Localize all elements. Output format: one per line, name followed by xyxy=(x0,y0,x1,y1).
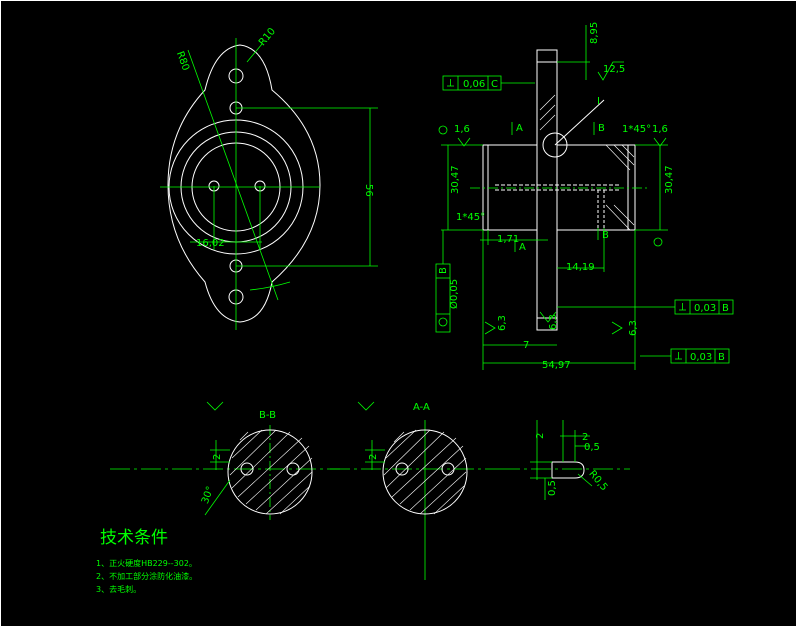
dim-aa-2: 2 xyxy=(368,454,379,460)
roughness-12-5: 12,5 xyxy=(603,64,625,75)
roughness-6-3-b: 6,3 xyxy=(548,314,559,330)
label-i: I xyxy=(597,96,600,107)
front-view: R80 R10 56 16,02 xyxy=(160,26,378,330)
dim-14-19: 14,19 xyxy=(566,262,595,273)
roughness-1-6-right: 1,6 xyxy=(652,124,668,135)
dim-30-47-right: 30,47 xyxy=(664,165,675,194)
dim-detail-05a: 0,5 xyxy=(584,442,600,453)
section-aa-title: A-A xyxy=(413,402,430,413)
dim-8-95: 8,95 xyxy=(589,22,600,44)
dim-1-71: 1,71 xyxy=(497,234,519,245)
tol-0-03-a: 0,03 xyxy=(694,303,716,314)
side-section-view: I A B A B 8,95 12,5 0,06 C 30,47 1,6 xyxy=(435,22,734,371)
section-b-top: B xyxy=(598,123,605,134)
tol-concentricity: Ø0,05 xyxy=(448,279,460,309)
dim-detail-2b: 2 xyxy=(582,432,588,443)
dim-7: 7 xyxy=(523,340,529,351)
tol-0-03-b: 0,03 xyxy=(690,352,712,363)
chamfer-left: 1*45° xyxy=(456,212,485,223)
section-a-top: A xyxy=(516,123,523,134)
section-bb-title: B-B xyxy=(259,410,276,421)
notes-item-3: 3、去毛刺。 xyxy=(96,584,141,594)
dim-detail-05b: 0,5 xyxy=(547,480,558,496)
section-a-bottom: A xyxy=(519,242,526,253)
dim-16-02: 16,02 xyxy=(196,238,225,249)
notes-item-1: 1、正火硬度HB229--302。 xyxy=(96,558,197,568)
notes-title: 技术条件 xyxy=(100,528,168,548)
dim-detail-r05: R0,5 xyxy=(586,469,609,494)
r80-label: R80 xyxy=(174,50,191,72)
roughness-6-3-a: 6,3 xyxy=(497,315,508,331)
dim-detail-2a: 2 xyxy=(535,433,546,439)
roughness-6-3-c: 6,3 xyxy=(628,320,639,336)
section-b-b: B-B 2 30° xyxy=(110,401,340,520)
technical-notes: 技术条件 1、正火硬度HB229--302。 2、不加工部分涂防化油漆。 3、去… xyxy=(96,528,197,594)
roughness-1-6-left: 1,6 xyxy=(454,124,470,135)
datum-b-1: B xyxy=(722,303,729,314)
datum-b-3: B xyxy=(438,267,449,274)
detail-view: 2 2 0,5 0,5 R0,5 xyxy=(500,420,630,500)
datum-c: C xyxy=(491,79,498,90)
r10-label: R10 xyxy=(257,26,278,48)
dim-30-47-left: 30,47 xyxy=(450,165,461,194)
section-a-a: A-A 2 xyxy=(330,401,500,580)
notes-item-2: 2、不加工部分涂防化油漆。 xyxy=(96,571,197,581)
section-b-bottom: B xyxy=(602,230,609,241)
dim-bb-2: 2 xyxy=(212,454,223,460)
chamfer-right: 1*45° xyxy=(622,124,651,135)
tol-0-06: 0,06 xyxy=(463,79,485,90)
dim-54-97: 54,97 xyxy=(542,360,571,371)
datum-b-2: B xyxy=(718,352,725,363)
dim-56: 56 xyxy=(363,184,374,197)
